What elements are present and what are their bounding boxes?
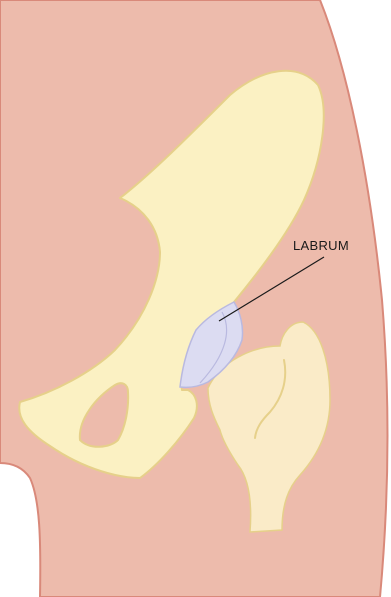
labrum-label: LABRUM [293,238,349,253]
